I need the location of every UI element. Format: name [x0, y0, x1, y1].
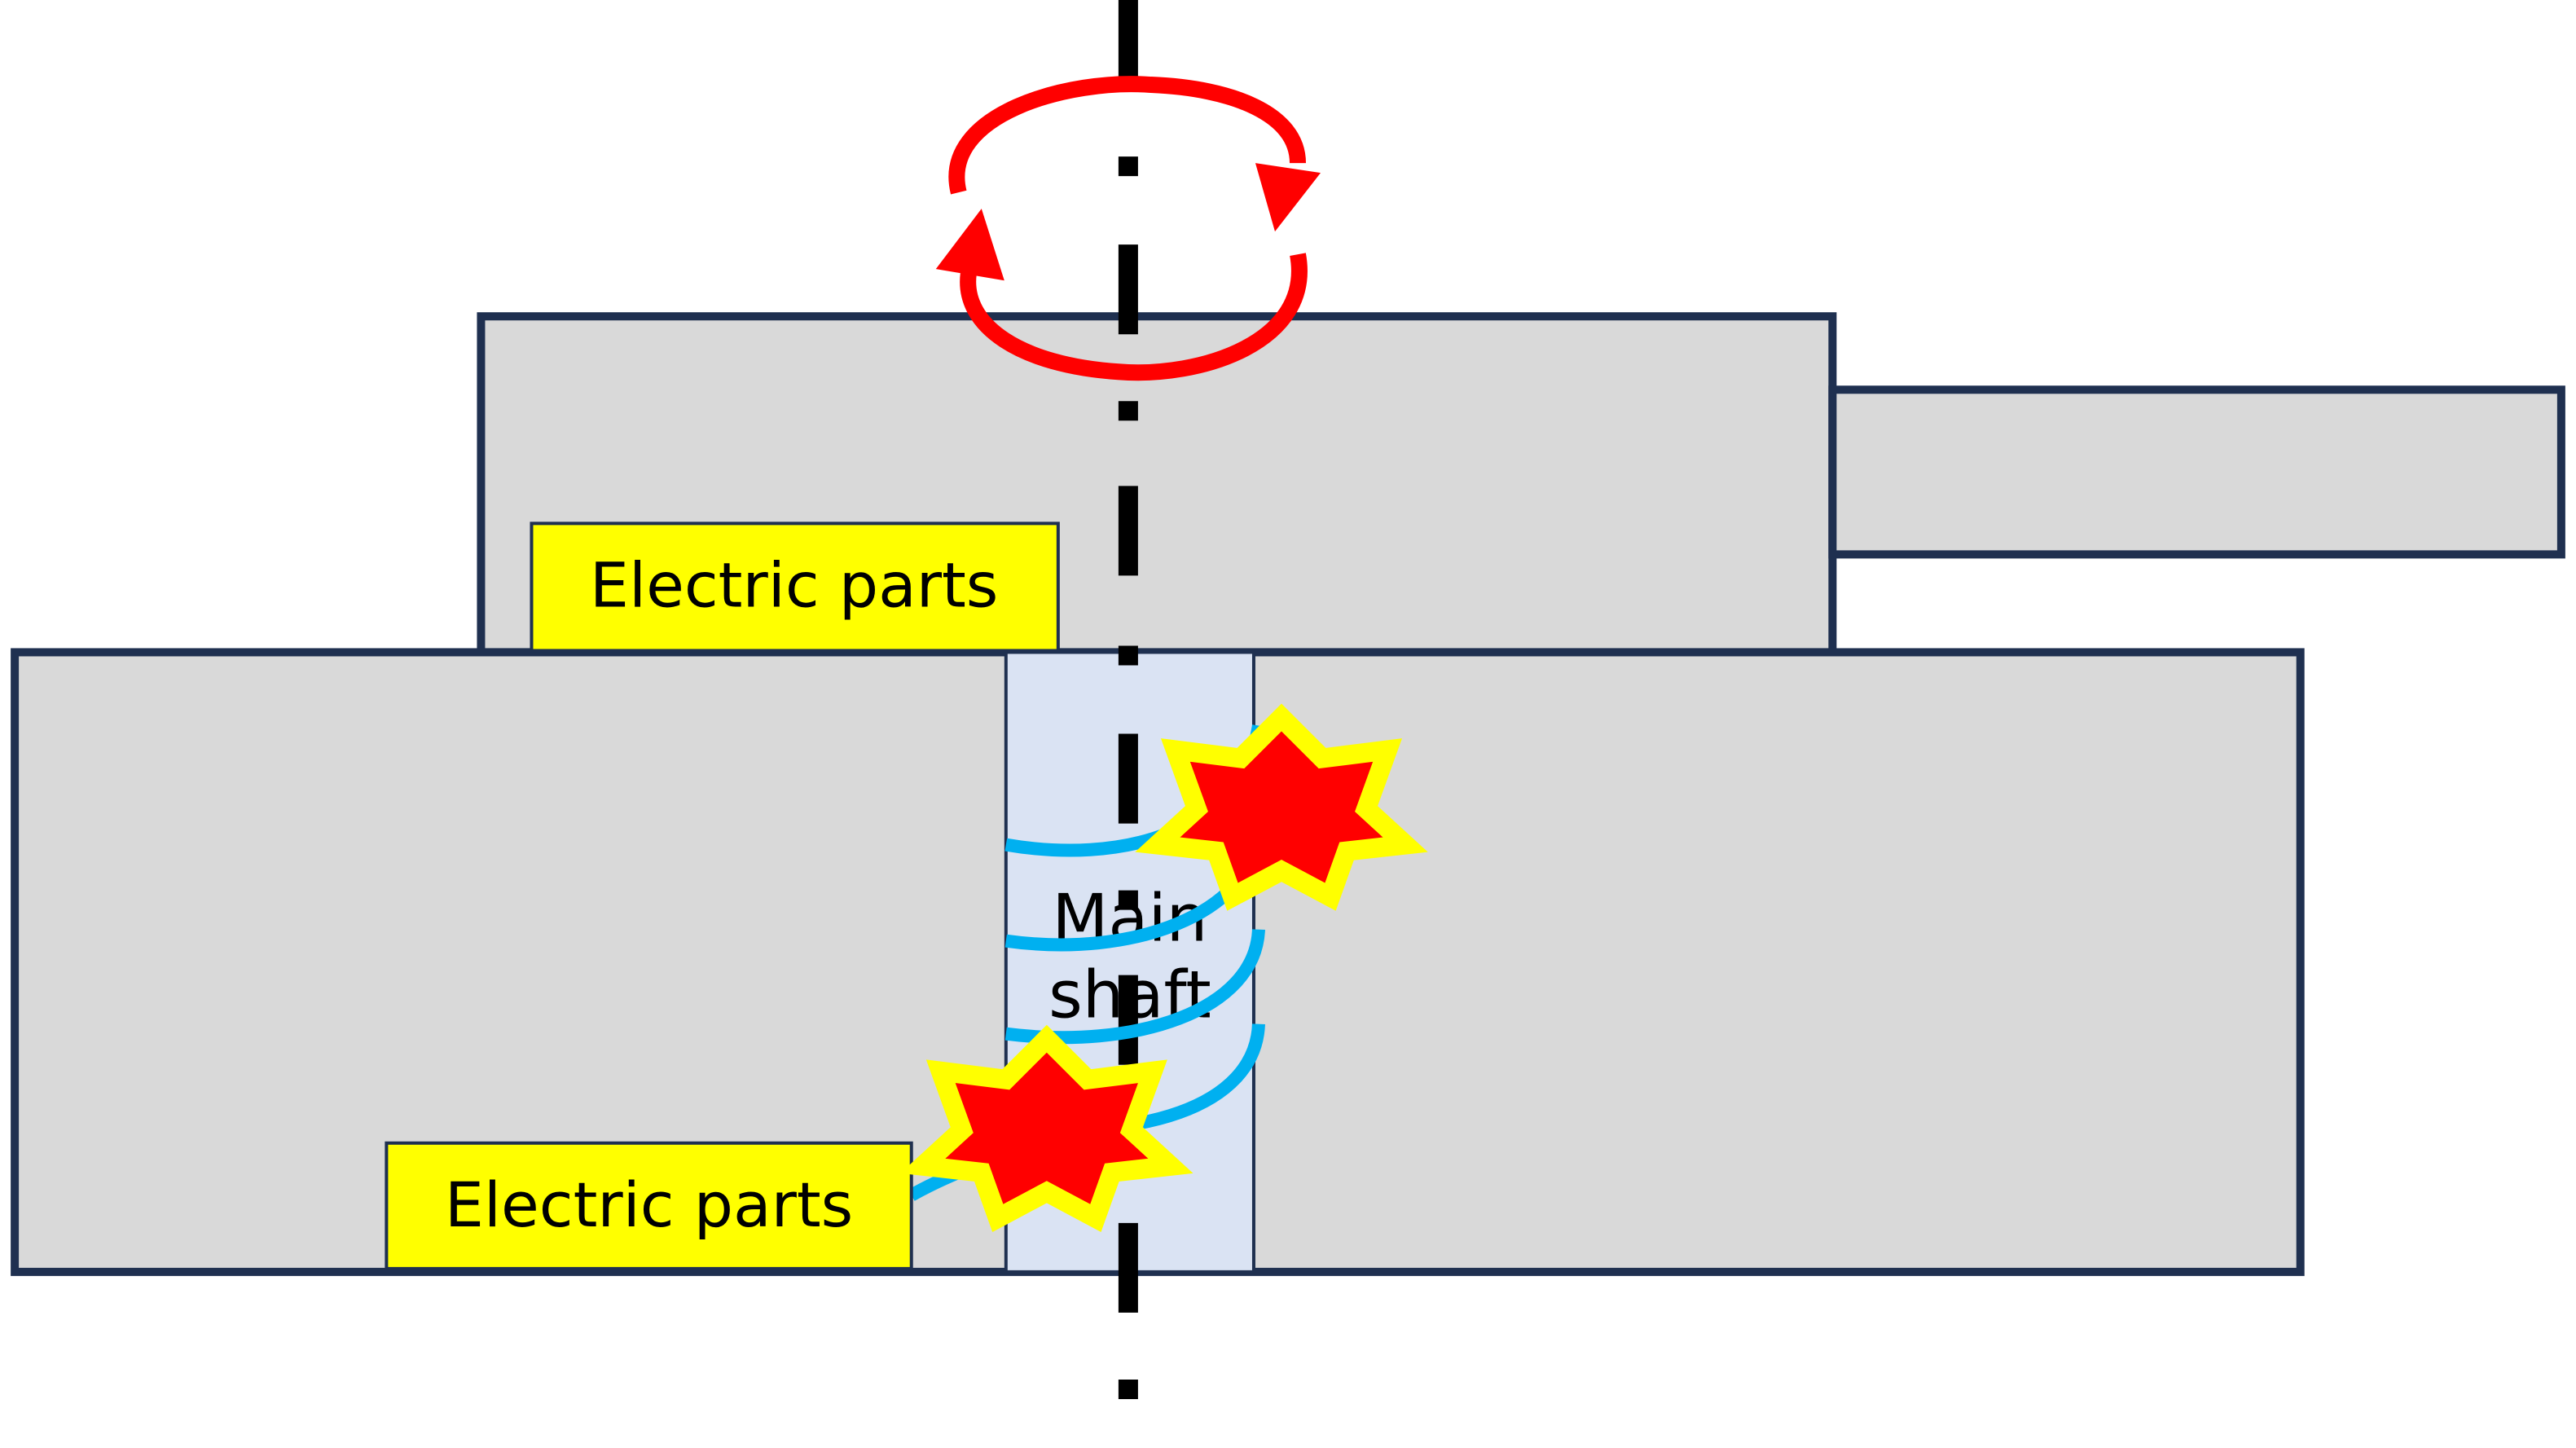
rotation-arrow-icon [935, 76, 1321, 381]
electric-parts-label-lower-text: Electric parts [445, 1169, 853, 1241]
electric-parts-label-upper: Electric parts [530, 522, 1060, 653]
spark-icon-upper [1135, 703, 1428, 911]
spark-icon-lower [900, 1024, 1193, 1232]
electric-parts-label-lower: Electric parts [385, 1141, 913, 1270]
side-arm [1828, 385, 2565, 559]
electric-parts-label-upper-text: Electric parts [590, 548, 998, 621]
